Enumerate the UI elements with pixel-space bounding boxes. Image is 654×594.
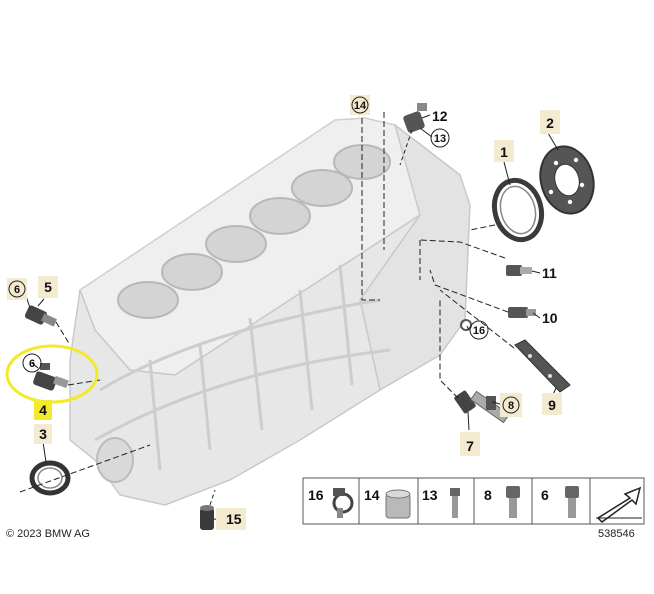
callout-1-box [494,140,514,162]
svg-text:14: 14 [364,487,380,503]
callout-14-box [350,95,370,115]
legend-strip: 16 14 13 8 6 [302,477,645,525]
callout-1: 1 [500,144,508,160]
clamp-part-16 [460,319,472,331]
screw-part-8 [486,396,496,410]
leader-lines [19,112,515,506]
legend-item-8: 8 [484,486,520,518]
callout-5-box [38,276,58,298]
callout-5: 5 [44,279,52,295]
engine-block [69,117,471,506]
seal-ring-part-1 [491,177,545,243]
callout-15-box [216,508,246,530]
bracket-part-9 [514,339,571,393]
copyright-text: © 2023 BMW AG [6,528,90,540]
cylinder-bores [117,144,391,319]
screw-plug-part-10 [508,307,536,318]
callout-9-box [542,393,562,415]
sensor-part-5 [24,305,58,327]
callout-7: 7 [466,438,474,454]
sensor-part-12 [403,103,427,133]
legend-item-14: 14 [364,487,411,519]
svg-text:13: 13 [422,487,438,503]
callout-8: 8 [508,400,514,412]
callout-12: 12 [432,108,448,124]
callout-2-box [540,110,560,134]
callout-6-lower: 6 [29,358,35,370]
callout-6-upper: 6 [14,284,20,296]
callout-10: 10 [542,310,558,326]
legend-item-16: 16 [308,487,354,518]
legend-item-6: 6 [541,486,579,518]
callout-15: 15 [226,511,242,527]
svg-text:16: 16 [308,487,324,503]
callout-9: 9 [548,397,556,413]
callout-11: 11 [542,265,557,281]
callout-13: 13 [434,133,446,145]
image-number: 538546 [598,528,635,540]
callout-4-box [34,400,52,420]
legend-item-13: 13 [422,487,460,518]
callout-6a-box [7,278,27,300]
svg-text:8: 8 [484,487,492,503]
parts [24,103,595,530]
svg-text:6: 6 [541,487,549,503]
callout-3: 3 [39,426,47,442]
callout-16-on-block: 16 [473,325,485,337]
increment-wheel-part-2 [539,145,595,215]
callout-4: 4 [39,402,47,418]
sensor-part-11 [506,265,532,276]
dowel-part-15 [200,505,214,530]
callout-2: 2 [546,115,554,131]
callout-7-box [460,432,480,456]
callout-14: 14 [354,100,367,112]
callout-3-box [34,424,52,444]
callout-labels: 14 12 13 1 2 11 10 16 9 8 7 15 5 6 6 4 3 [7,95,562,530]
bolt-part-6 [40,363,50,370]
seal-ring-part-3 [29,460,71,496]
direction-arrow-icon [596,486,642,523]
sensor-part-4 [33,371,69,391]
